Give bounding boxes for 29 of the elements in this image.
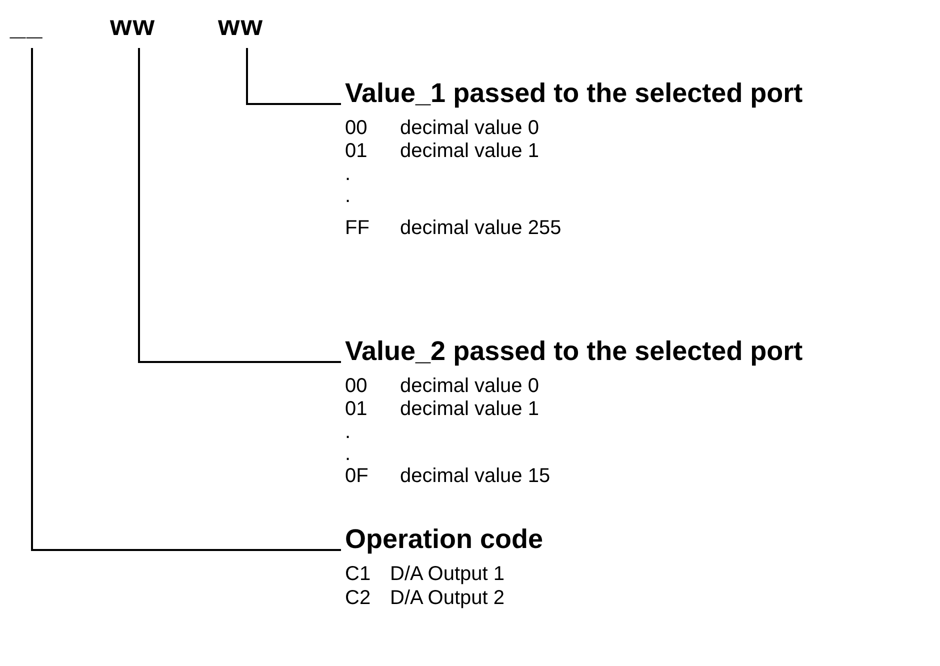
field-heading: Operation code <box>345 526 544 553</box>
leader-line <box>31 48 341 551</box>
value-description: decimal value 255 <box>400 218 562 238</box>
field-heading: Value_1 passed to the selected port <box>345 80 803 107</box>
value-description: decimal value 15 <box>400 466 550 486</box>
field-heading: Value_2 passed to the selected port <box>345 338 803 365</box>
value-code: 00 <box>345 118 368 138</box>
value-code: 01 <box>345 141 368 161</box>
code-field-text: ww <box>110 12 156 40</box>
value-code: C2 <box>345 588 371 608</box>
value-description: decimal value 0 <box>400 376 539 396</box>
value-code: 01 <box>345 399 368 419</box>
code-field-text: ww <box>218 12 264 40</box>
value-code: FF <box>345 218 370 238</box>
value-code: 00 <box>345 376 368 396</box>
value-code: . <box>345 186 351 206</box>
value-code: . <box>345 422 351 442</box>
value-description: D/A Output 1 <box>390 564 505 584</box>
value-code: . <box>345 444 351 464</box>
value-description: decimal value 0 <box>400 118 539 138</box>
value-code: 0F <box>345 466 368 486</box>
value-code: . <box>345 164 351 184</box>
value-code: C1 <box>345 564 371 584</box>
value-description: decimal value 1 <box>400 141 539 161</box>
leader-line <box>246 48 341 105</box>
value-description: D/A Output 2 <box>390 588 505 608</box>
code-field-text: __ <box>10 12 44 40</box>
leader-line <box>138 48 341 363</box>
value-description: decimal value 1 <box>400 399 539 419</box>
